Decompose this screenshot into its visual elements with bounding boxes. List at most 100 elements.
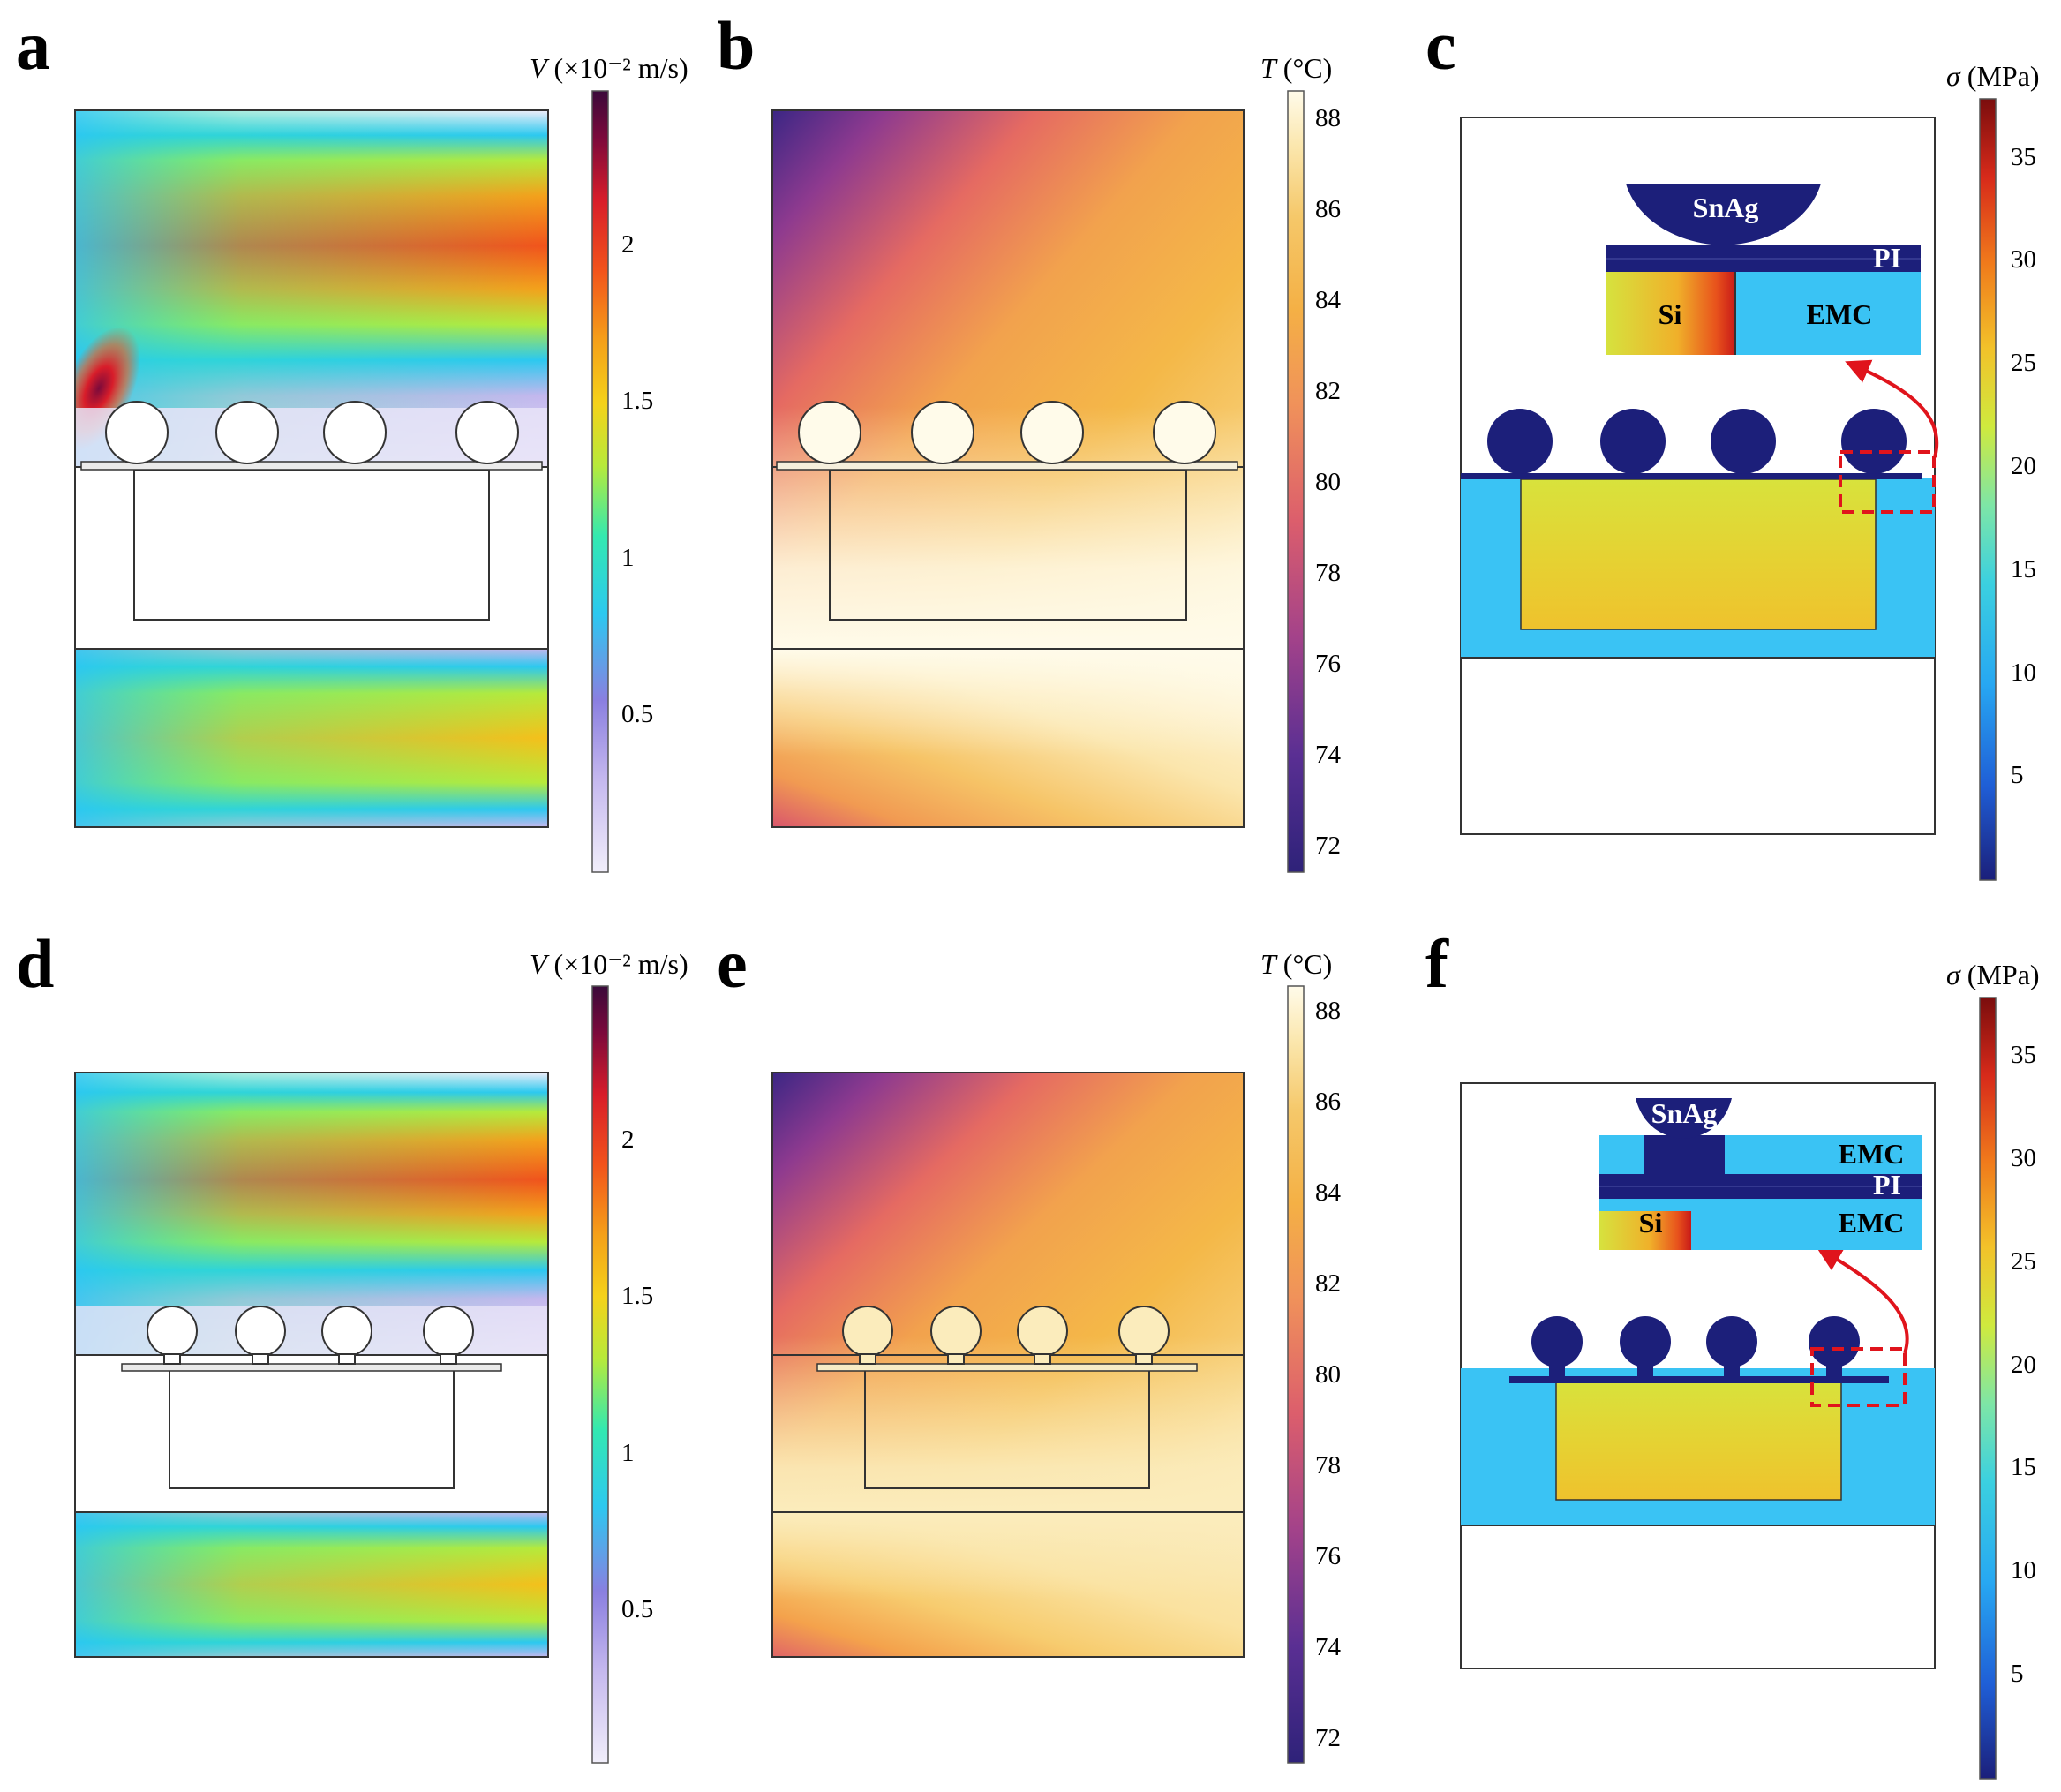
velocity-field-a: [75, 110, 548, 827]
svg-text:88: 88: [1315, 104, 1341, 132]
colorbar-ticks-d: 0.5 1 1.5 2: [621, 1126, 653, 1623]
svg-text:0.5: 0.5: [621, 1595, 653, 1623]
solder-balls-c: [1487, 409, 1907, 474]
svg-text:84: 84: [1315, 286, 1342, 314]
svg-text:Si: Si: [1639, 1207, 1663, 1239]
colorbar-title-d: V (×10⁻² m/s): [530, 948, 688, 980]
colorbar-c: σ (MPa) 5 10 15 20 25 30 35: [1946, 60, 2040, 881]
colorbar-title-a: V (×10⁻² m/s): [530, 52, 688, 84]
svg-text:72: 72: [1315, 1724, 1341, 1752]
svg-text:82: 82: [1315, 377, 1341, 405]
solder-balls-a: [105, 401, 519, 464]
panel-b: b: [717, 7, 1245, 828]
temperature-field-b: [772, 110, 1244, 827]
svg-text:30: 30: [2011, 1144, 2036, 1172]
svg-text:20: 20: [2011, 452, 2036, 480]
colorbar-d: V (×10⁻² m/s) 0.5 1 1.5 2: [530, 948, 688, 1764]
colorbar-ticks-b: 72 74 76 78 80 82 84 86 88: [1315, 104, 1342, 860]
svg-text:35: 35: [2011, 1041, 2036, 1069]
colorbar-title-e: T (°C): [1260, 948, 1332, 980]
inset-f: SnAg EMC PI Si EMC: [1599, 1097, 1922, 1250]
svg-text:35: 35: [2011, 143, 2036, 171]
svg-text:SnAg: SnAg: [1651, 1097, 1718, 1129]
colorbar-ticks-f: 5 10 15 20 25 30 35: [2011, 1041, 2036, 1688]
svg-text:EMC: EMC: [1807, 298, 1873, 330]
svg-text:1: 1: [621, 544, 635, 572]
svg-text:PI: PI: [1873, 1169, 1901, 1201]
domain-outline-a: [74, 109, 549, 828]
solder-balls-e: [842, 1306, 1170, 1365]
inset-c: SnAg PI Si EMC: [1606, 184, 1921, 355]
die-c: [1520, 478, 1877, 630]
colorbar-title-f: σ (MPa): [1946, 959, 2040, 990]
colorbar-f: σ (MPa) 5 10 15 20 25 30 35: [1946, 959, 2040, 1780]
svg-text:15: 15: [2011, 1453, 2036, 1481]
svg-text:86: 86: [1315, 1088, 1341, 1116]
svg-text:76: 76: [1315, 1542, 1341, 1570]
solder-balls-f: [1531, 1316, 1860, 1377]
solder-balls-b: [798, 401, 1216, 464]
colorbar-title-c: σ (MPa): [1946, 60, 2040, 92]
panel-d: d: [16, 925, 549, 1658]
colorbar-title-b: T (°C): [1260, 52, 1332, 84]
svg-text:74: 74: [1315, 1633, 1342, 1661]
svg-text:78: 78: [1315, 1451, 1341, 1480]
zoom-box-c: [1839, 450, 1936, 514]
panel-label-e: e: [717, 925, 748, 1002]
pi-layer-c: [1461, 473, 1922, 479]
panel-label-f: f: [1425, 925, 1449, 1002]
panel-a: a: [16, 7, 549, 828]
colorbar-ticks-e: 72 74 76 78 80 82 84 86 88: [1315, 997, 1342, 1752]
solder-balls-d: [147, 1306, 474, 1365]
svg-text:PI: PI: [1873, 242, 1901, 274]
svg-text:Si: Si: [1659, 298, 1682, 330]
svg-text:30: 30: [2011, 245, 2036, 274]
svg-text:1.5: 1.5: [621, 387, 653, 415]
svg-text:76: 76: [1315, 650, 1341, 678]
pi-layer-f: [1509, 1376, 1889, 1383]
svg-text:1: 1: [621, 1439, 635, 1467]
svg-text:80: 80: [1315, 468, 1341, 496]
svg-text:5: 5: [2011, 1660, 2024, 1688]
panel-label-a: a: [16, 7, 50, 84]
colorbar-ticks-a: 0.5 1 1.5 2: [621, 230, 653, 728]
temperature-field-e: [772, 1073, 1244, 1657]
svg-text:78: 78: [1315, 559, 1341, 587]
svg-text:15: 15: [2011, 555, 2036, 584]
svg-text:25: 25: [2011, 1247, 2036, 1276]
velocity-field-d: [75, 1073, 548, 1657]
pad-layer-a: [80, 461, 543, 471]
panel-label-c: c: [1425, 7, 1456, 84]
panel-label-d: d: [16, 925, 54, 1002]
svg-text:25: 25: [2011, 349, 2036, 377]
svg-text:EMC: EMC: [1839, 1207, 1905, 1239]
panel-e: e: [717, 925, 1245, 1658]
colorbar-e: T (°C) 72 74 76 78 80 82 84 86 88: [1260, 948, 1342, 1764]
svg-text:72: 72: [1315, 832, 1341, 860]
svg-text:2: 2: [621, 1126, 635, 1154]
svg-text:10: 10: [2011, 1556, 2036, 1585]
panel-c: c SnAg PI Si EMC: [1425, 7, 1939, 835]
svg-text:86: 86: [1315, 195, 1341, 223]
panel-label-b: b: [717, 7, 755, 84]
die-f: [1555, 1381, 1842, 1501]
colorbar-ticks-c: 5 10 15 20 25 30 35: [2011, 143, 2036, 789]
svg-text:0.5: 0.5: [621, 700, 653, 728]
svg-text:1.5: 1.5: [621, 1282, 653, 1310]
svg-text:74: 74: [1315, 741, 1342, 769]
svg-text:10: 10: [2011, 659, 2036, 687]
svg-text:84: 84: [1315, 1178, 1342, 1207]
panel-f: f SnAg EMC PI Si EMC: [1425, 925, 1936, 1669]
svg-text:20: 20: [2011, 1351, 2036, 1379]
svg-text:88: 88: [1315, 997, 1341, 1025]
callout-arrow-c: [1845, 359, 1939, 458]
svg-text:5: 5: [2011, 761, 2024, 789]
svg-text:EMC: EMC: [1839, 1138, 1905, 1170]
svg-text:82: 82: [1315, 1269, 1341, 1298]
svg-text:80: 80: [1315, 1360, 1341, 1389]
svg-text:SnAg: SnAg: [1693, 192, 1759, 223]
zoom-box-f: [1810, 1347, 1907, 1407]
colorbar-b: T (°C) 72 74 76 78 80 82 84 86 88: [1260, 52, 1342, 873]
callout-arrow-f: [1816, 1246, 1909, 1354]
